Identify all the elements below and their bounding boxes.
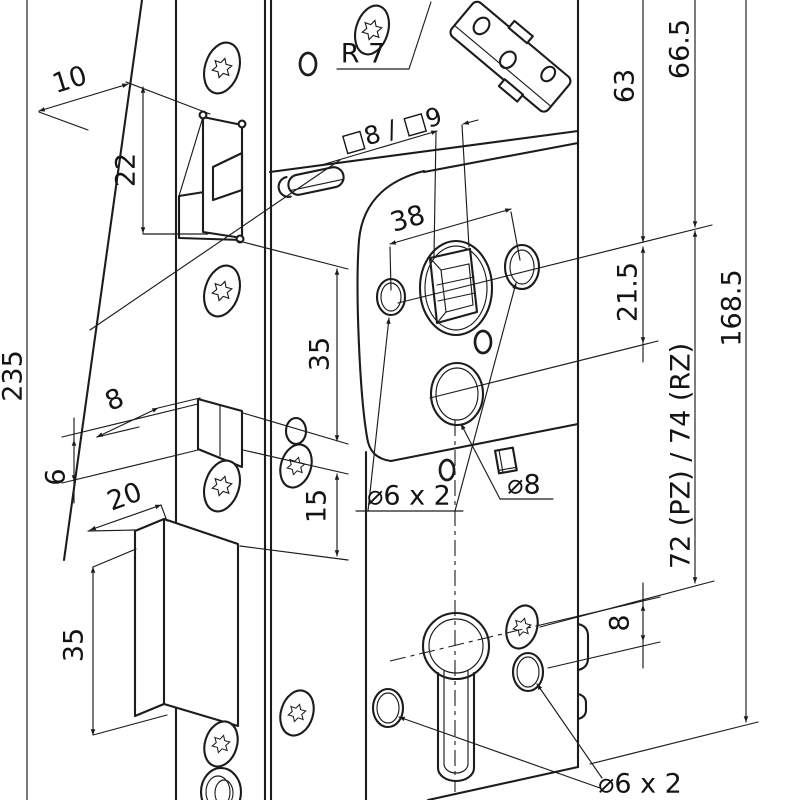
strike-hole: [498, 50, 517, 70]
torx-screw: [279, 443, 313, 489]
dim-label-21-5: 21.5: [613, 262, 644, 322]
strike-plate-part: [449, 0, 572, 113]
leader-lines: [336, 1, 603, 789]
dim-label-35-upper: 35: [305, 337, 336, 371]
dimension-annotations: 10 22 235 □8 / □9 38 63 66.5 21.5 72 (PZ…: [0, 0, 759, 800]
small-hole: [473, 329, 493, 355]
torx-screw: [353, 4, 391, 56]
dim-label-35-deadbolt: 35: [59, 628, 90, 662]
center-lines: [389, 420, 541, 792]
ring-hole: [371, 687, 405, 729]
strike-hole: [472, 16, 491, 36]
face-plate-back-edge: [62, 0, 144, 562]
slot-hole: [277, 166, 345, 198]
dim-label-6: 6: [41, 468, 72, 485]
dim-label-38: 38: [387, 199, 429, 238]
dim-label-235: 235: [0, 350, 29, 402]
case-edge-tab: [576, 692, 588, 721]
dimension-lines: [26, 0, 749, 800]
case-recess-top-edge: [422, 141, 580, 174]
square-hole: [494, 446, 518, 475]
torx-screw: [203, 41, 241, 95]
case-recess-bottom-edge: [389, 422, 580, 463]
dim-label-63: 63: [610, 69, 641, 103]
label-dia8: ⌀8: [507, 470, 540, 501]
case-recess-left-edge: [356, 169, 426, 463]
dim-label-168-5: 168.5: [717, 269, 748, 346]
ring-hole: [511, 651, 545, 693]
deadbolt: [133, 517, 240, 728]
small-hole: [298, 51, 318, 77]
torx-screw: [203, 264, 241, 318]
torx-screw: [203, 459, 241, 513]
torx-screw: [279, 689, 315, 737]
torx-screw: [505, 604, 539, 650]
dim-label-66-5: 66.5: [665, 19, 696, 79]
small-hole: [438, 458, 456, 482]
case-edge-tab: [576, 622, 590, 672]
spindle-square-hole: [428, 247, 479, 325]
label-r7: R 7: [341, 39, 386, 70]
hole-d6-right: [503, 243, 541, 291]
bottom-bushing: [199, 766, 243, 800]
dim-label-20: 20: [103, 477, 146, 518]
strike-hole: [540, 65, 557, 83]
latch-bolt: [177, 110, 247, 244]
dim-label-8-left: 8: [101, 382, 129, 417]
dim-label-10: 10: [49, 60, 91, 100]
dim-label-15: 15: [302, 489, 333, 523]
dim-label-72-74: 72 (PZ) / 74 (RZ): [666, 343, 697, 569]
label-dia6x2-upper: ⌀6 x 2: [367, 481, 451, 512]
dim-label-square-8-9: □8 / □9: [338, 101, 445, 157]
dim-label-8-right: 8: [605, 614, 636, 631]
auxiliary-latch: [196, 397, 244, 469]
hole-d8: [429, 361, 485, 427]
dim-label-22: 22: [111, 153, 142, 187]
torx-screw: [203, 720, 239, 768]
case-bottom-edge: [426, 765, 580, 800]
label-dia6x2-lower: ⌀6 x 2: [598, 769, 682, 800]
extension-lines: [38, 81, 759, 765]
cylinder-keyhole: [421, 611, 491, 783]
